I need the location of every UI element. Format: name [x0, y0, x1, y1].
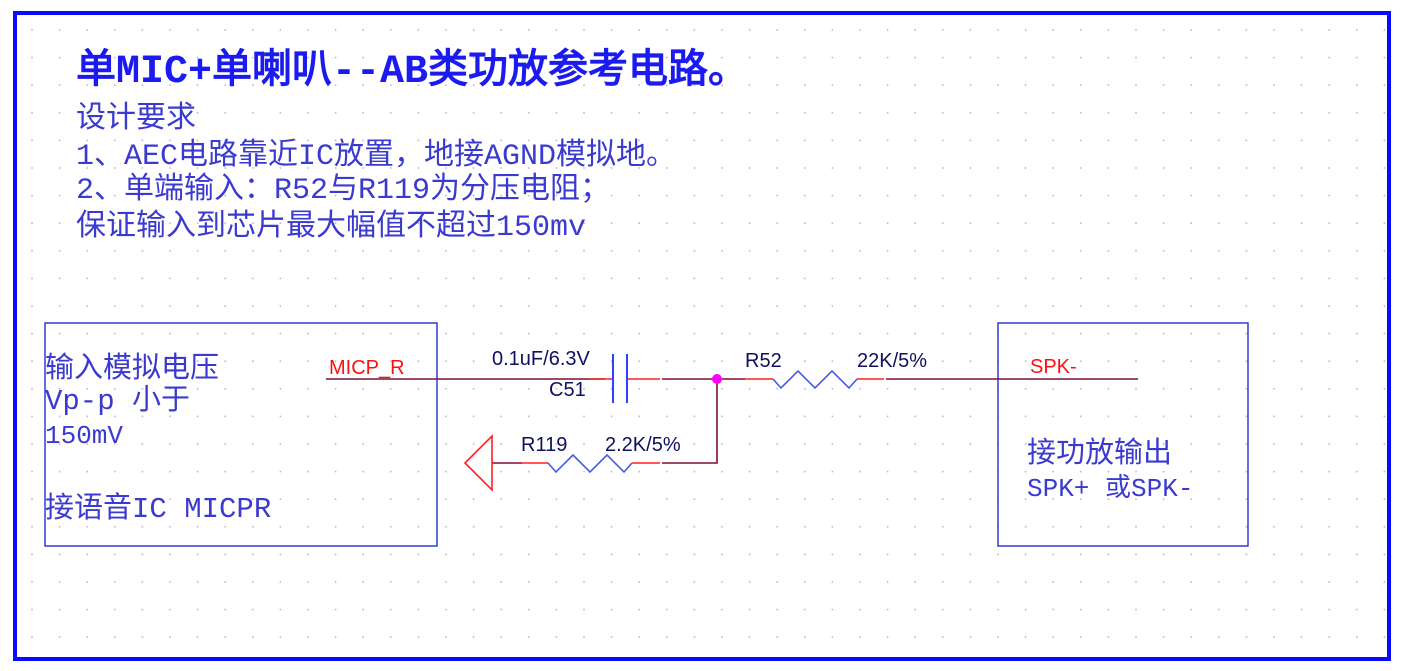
capacitor-c51[interactable]: [612, 354, 628, 403]
output-block-text: SPK+ 或SPK-: [1027, 473, 1193, 504]
r119-value: 2.2K/5%: [605, 434, 681, 456]
note-line: 保证输入到芯片最大幅值不超过150mv: [76, 209, 586, 245]
note-line: 2、单端输入：R52与R119为分压电阻；: [76, 172, 610, 208]
sheet-frame: [13, 11, 1391, 661]
input-block-text: Vp-p 小于: [45, 384, 190, 418]
c51-value: 0.1uF/6.3V: [492, 348, 591, 370]
input-block-text: 150mV: [45, 421, 123, 451]
r52-value: 22K/5%: [857, 350, 927, 372]
net-label-spk: SPK-: [1030, 356, 1077, 378]
resistor-r52[interactable]: [772, 369, 858, 390]
note-line: 1、AEC电路靠近IC放置，地接AGND模拟地。: [76, 138, 676, 174]
junction-dot: [712, 374, 722, 384]
page-title: 单MIC+单喇叭--AB类功放参考电路。: [76, 47, 748, 95]
c51-ref: C51: [549, 379, 586, 401]
grid: [16, 14, 1388, 658]
input-block-text: 输入模拟电压: [45, 351, 219, 386]
net-label-micp-r: MICP_R: [329, 357, 405, 379]
note-heading: 设计要求: [76, 101, 196, 137]
output-block[interactable]: [997, 322, 1249, 547]
output-block-text: 接功放输出: [1027, 436, 1172, 471]
resistor-r119[interactable]: [547, 453, 633, 474]
r52-ref: R52: [745, 350, 782, 372]
input-block-text: 接语音IC MICPR: [45, 491, 271, 526]
ground-icon: [463, 434, 493, 492]
wire-branch: [662, 379, 718, 464]
input-block[interactable]: [44, 322, 438, 547]
r119-ref: R119: [521, 434, 567, 456]
